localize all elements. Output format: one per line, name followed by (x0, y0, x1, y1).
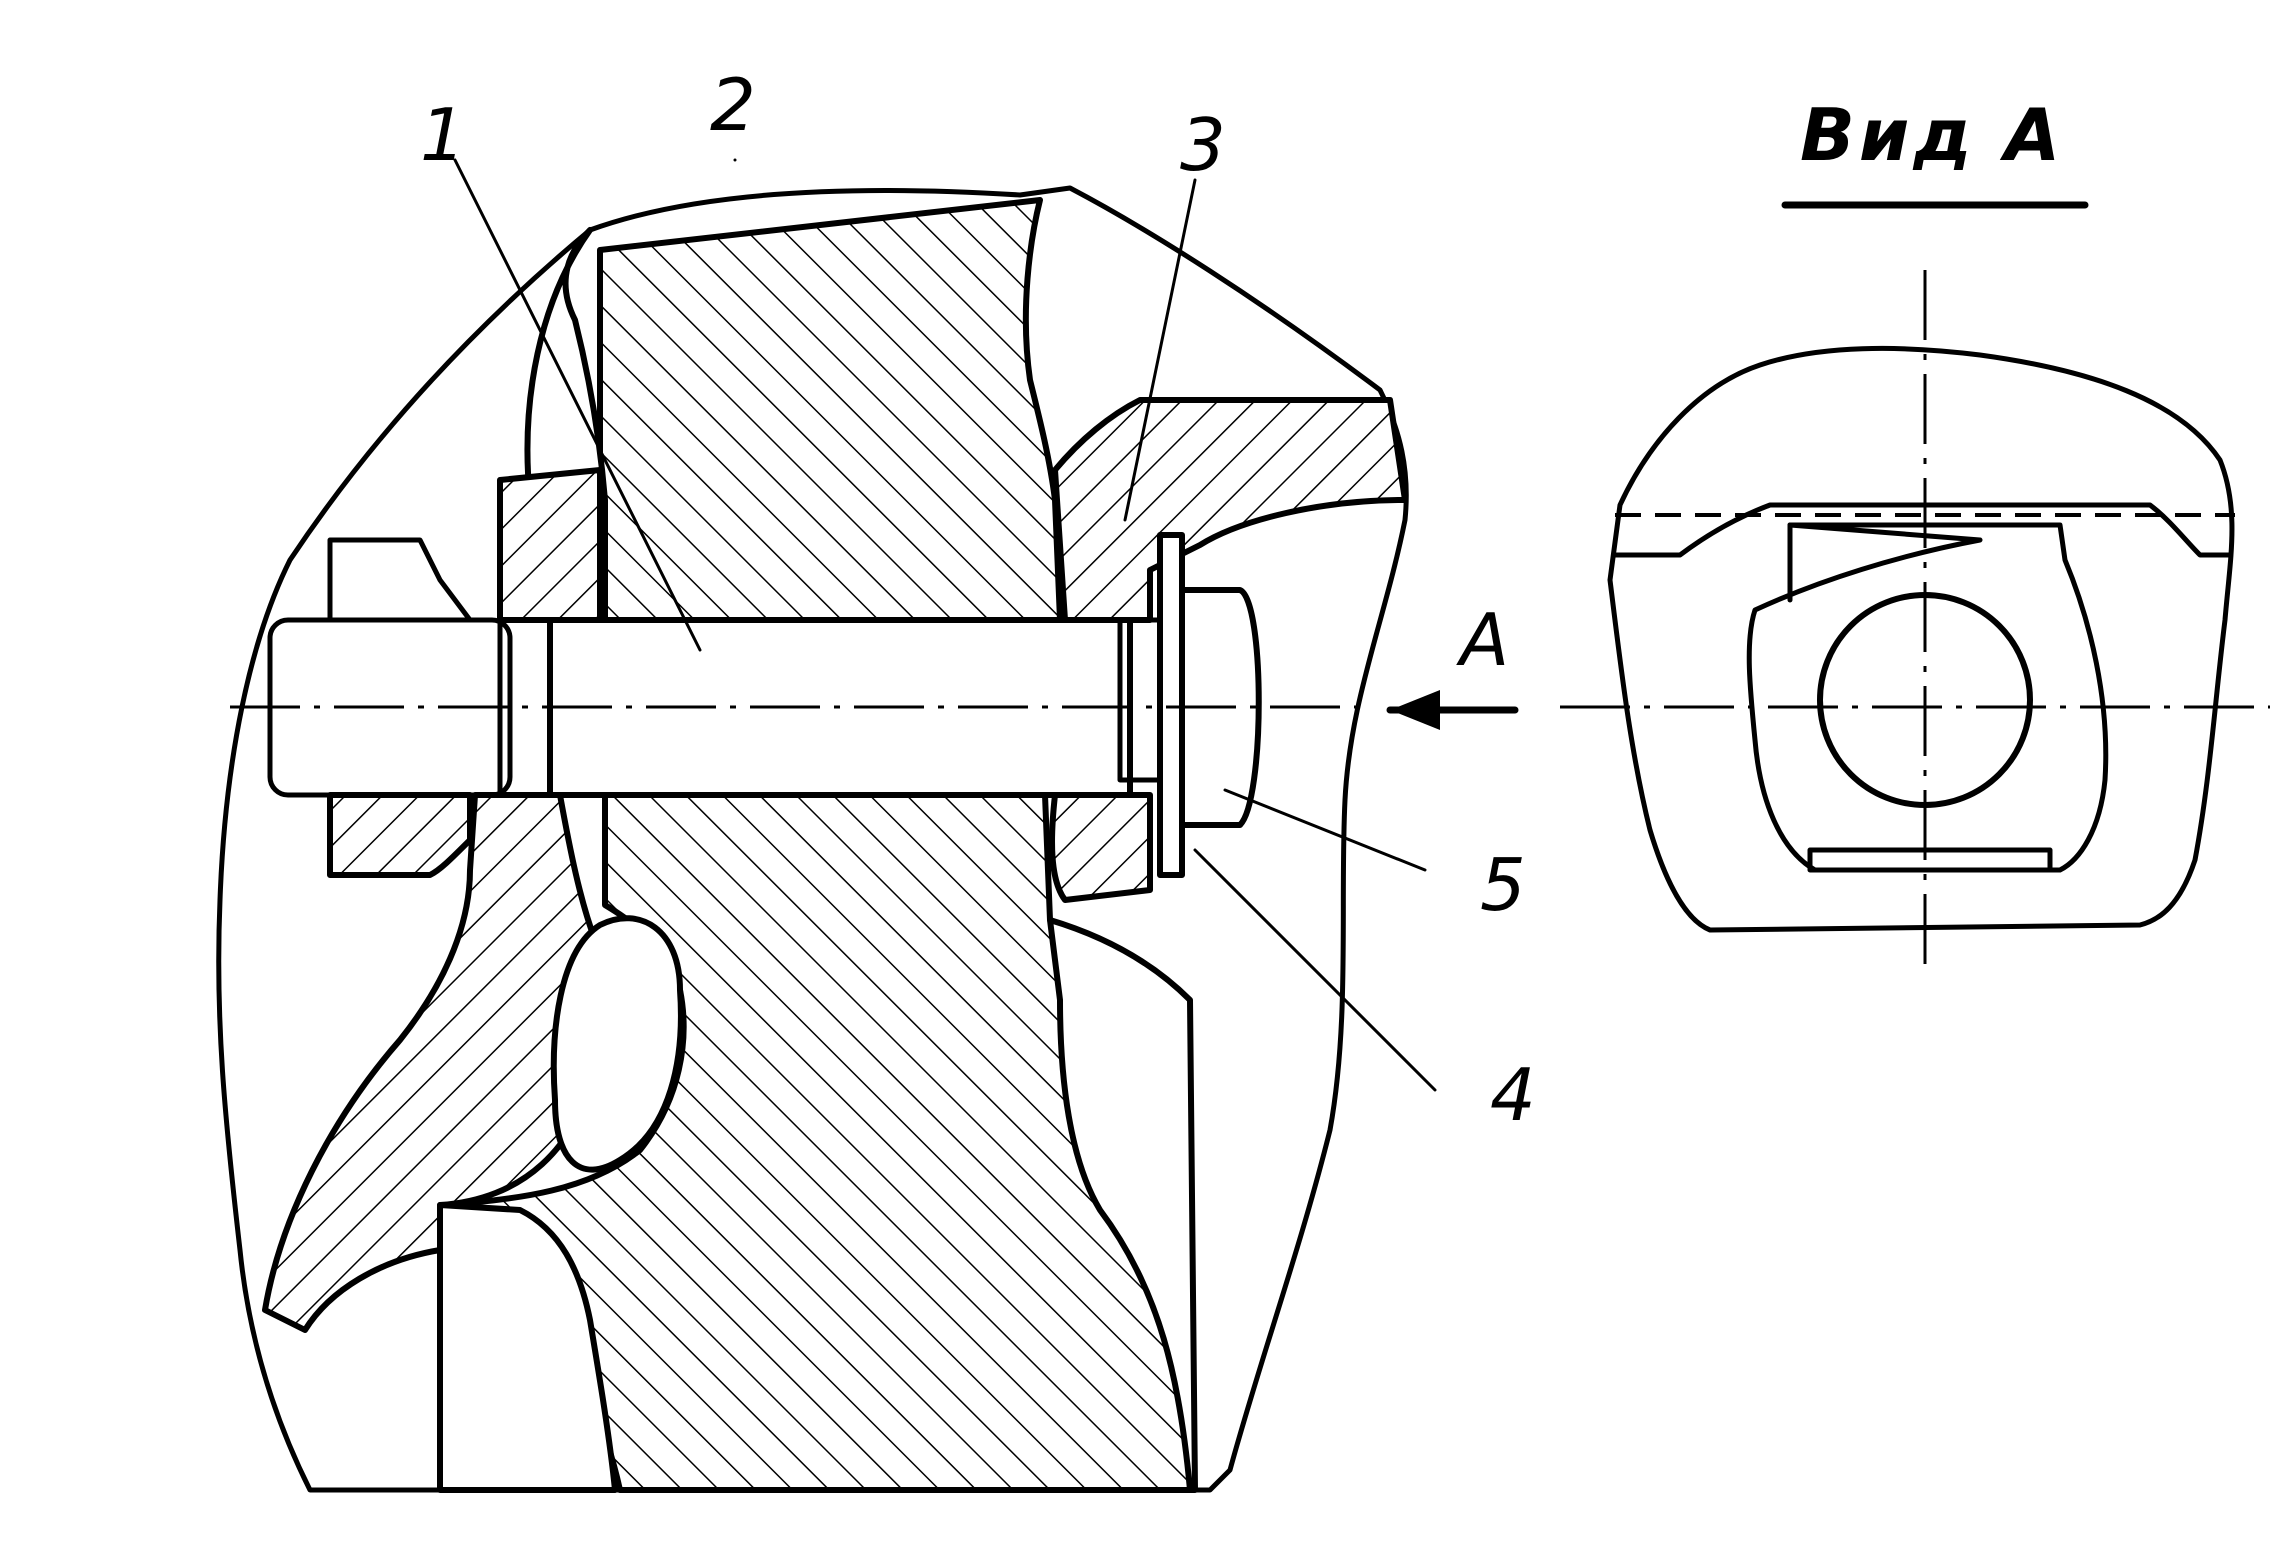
leader-3 (1123, 178, 1197, 522)
callout-3: 3 (1180, 103, 1226, 187)
lower-oval-cut (550, 915, 684, 1173)
callout-5: 5 (1480, 843, 1526, 927)
view-a-locking-plate (1746, 522, 2109, 873)
view-arrow-head (1390, 690, 1440, 730)
callout-1: 1 (420, 93, 466, 177)
lower-cavity (1047, 917, 1198, 1493)
main-section-view: A 1 2 3 4 5 (216, 63, 1536, 1493)
lower-cavity-left (437, 1202, 618, 1493)
view-a-title: Вид А (1800, 93, 2064, 177)
leader-4 (1193, 848, 1437, 1092)
leader-1 (453, 158, 702, 652)
view-a-outline (1607, 345, 2235, 933)
callout-2: 2 (710, 63, 756, 147)
part-4-washer (1157, 532, 1185, 878)
nut-lower (327, 792, 473, 878)
callout-4: 4 (1490, 1053, 1536, 1137)
part-3-lower (1049, 792, 1153, 903)
view-a-bottom-flat (1807, 847, 2053, 873)
left-upper-block (497, 467, 603, 623)
nut-upper (327, 537, 473, 623)
leader-5 (1223, 788, 1427, 872)
part-2-body (597, 197, 1063, 623)
view-arrow-label: A (1456, 598, 1509, 682)
view-a-upper-block (1612, 502, 2233, 558)
part-3-flange (1052, 397, 1408, 623)
breakout-boundary (216, 185, 1409, 1493)
view-a: Вид А (1560, 93, 2270, 975)
